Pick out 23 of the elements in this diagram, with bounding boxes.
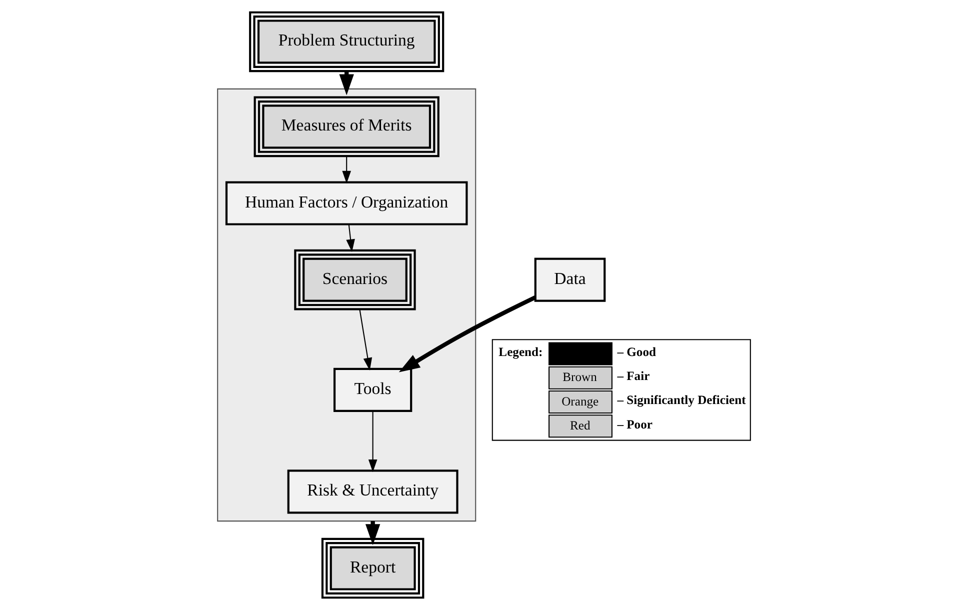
legend-label: – Fair bbox=[617, 369, 650, 384]
cluster bbox=[217, 88, 476, 522]
node-box: Report bbox=[321, 538, 424, 599]
legend-label: – Significantly Deficient bbox=[617, 393, 746, 408]
node-box: Data bbox=[534, 258, 606, 302]
arrow bbox=[368, 411, 378, 472]
node-box: Problem Structuring bbox=[249, 11, 444, 72]
arrow bbox=[398, 295, 536, 372]
label: Brown bbox=[562, 370, 597, 384]
arrow bbox=[359, 309, 372, 370]
node-box: Scenarios bbox=[294, 249, 416, 310]
label: Orange bbox=[562, 394, 599, 408]
label: Red bbox=[570, 418, 590, 432]
node-box: Risk & Uncertainty bbox=[287, 470, 458, 514]
arrow bbox=[346, 224, 355, 252]
node-box: Measures of Merits bbox=[254, 96, 440, 158]
arrow bbox=[339, 71, 354, 96]
node-box: Tools bbox=[333, 368, 412, 412]
arrow bbox=[342, 156, 351, 184]
node-box: Human Factors / Organization bbox=[225, 181, 468, 226]
legend-label: – Poor bbox=[617, 417, 652, 432]
legend-label: – Good bbox=[617, 344, 656, 359]
label: Legend: bbox=[498, 344, 543, 359]
